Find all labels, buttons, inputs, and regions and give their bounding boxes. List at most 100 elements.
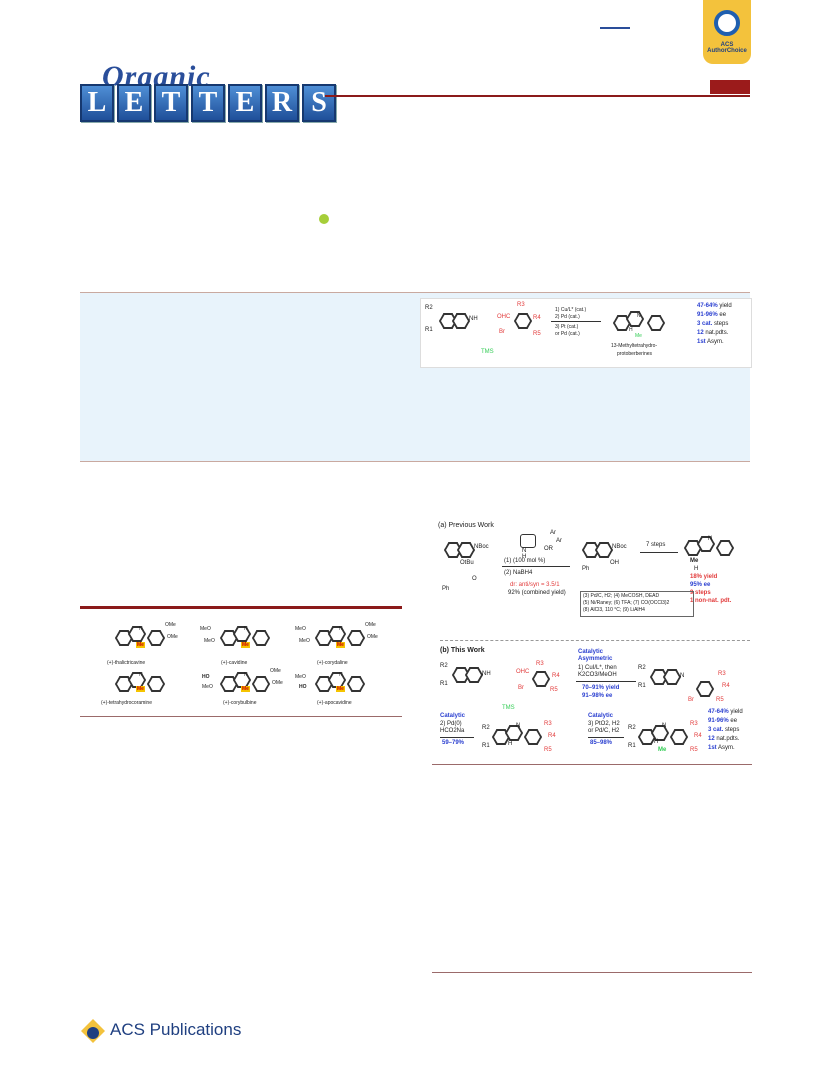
compound-name: (+)-cavidine bbox=[221, 660, 248, 666]
catalytic-label: Catalytic bbox=[588, 713, 614, 719]
ohc-label: OHC bbox=[516, 669, 530, 675]
toc-result: 12 nat.pdts. bbox=[697, 330, 729, 336]
ring-icon bbox=[514, 313, 532, 329]
publisher-name[interactable]: ACS Publications bbox=[110, 1020, 242, 1039]
r5-label: R5 bbox=[533, 331, 541, 337]
compound-name: (+)-apocavidine bbox=[317, 700, 352, 706]
pyrrolidine-icon bbox=[520, 534, 536, 548]
ee: 91–98% ee bbox=[582, 693, 613, 699]
reaction-arrow bbox=[502, 566, 570, 567]
br-label: Br bbox=[518, 685, 524, 691]
article-link[interactable] bbox=[600, 27, 630, 29]
figure1: N OMe OMe Me (+)-thalictricavine MeO MeO… bbox=[95, 616, 395, 708]
reaction-arrow bbox=[640, 552, 678, 553]
logo-letter: R bbox=[265, 84, 299, 122]
r1-label: R1 bbox=[638, 683, 646, 689]
acs-logo-icon[interactable] bbox=[80, 1018, 106, 1044]
toc-condition: 3) Pt (cat.) bbox=[555, 324, 579, 330]
result-line: 47-64% yield bbox=[708, 709, 743, 715]
step-line: (3) Pd/C, H2; (4) MeCOSH, DEAD bbox=[583, 593, 660, 599]
column-bottom-rule bbox=[432, 972, 752, 973]
nboc-label: NBoc bbox=[612, 544, 627, 550]
reaction-arrow bbox=[576, 681, 636, 682]
section-divider bbox=[440, 640, 750, 641]
catalytic-label: Catalytic bbox=[578, 649, 604, 655]
ring-icon bbox=[626, 311, 644, 327]
or-label: OR bbox=[544, 546, 553, 552]
h-label: H bbox=[629, 327, 633, 333]
step-line: (5) Ni/Raney; (6) TFA; (7) CO(OCCl3)2 bbox=[583, 600, 670, 606]
nh-label: NH bbox=[482, 671, 491, 677]
reaction-arrow bbox=[440, 737, 474, 738]
logo-letter: S bbox=[302, 84, 336, 122]
r2-label: R2 bbox=[482, 725, 490, 731]
header-section-tab bbox=[710, 80, 750, 94]
condition: HCO2Na bbox=[440, 728, 465, 734]
h-label: H bbox=[522, 554, 527, 560]
scheme1-bottom-rule bbox=[432, 764, 752, 765]
toc-condition: 1) Cu/L* (cat.) bbox=[555, 307, 587, 313]
condition: or Pd/C, H2 bbox=[588, 728, 620, 734]
toc-result: 91-96% ee bbox=[697, 312, 727, 318]
logo-letter: T bbox=[191, 84, 225, 122]
prev-result: 1 non-nat. pdt. bbox=[690, 598, 732, 604]
dr-text: dr: anti/syn = 3.5/1 bbox=[510, 582, 560, 588]
ph-label: Ph bbox=[442, 586, 450, 592]
r5-label: R5 bbox=[690, 747, 698, 753]
result-line: 12 nat.pdts. bbox=[708, 736, 740, 742]
orcid-icon[interactable] bbox=[319, 214, 329, 224]
product-name: protoberberines bbox=[617, 351, 653, 357]
r3-label: R3 bbox=[544, 721, 552, 727]
n-label: N bbox=[708, 536, 713, 542]
steps-label: 7 steps bbox=[646, 542, 666, 548]
r1-label: R1 bbox=[482, 743, 490, 749]
n-label: N bbox=[680, 673, 685, 679]
yield: 70–91% yield bbox=[582, 685, 620, 691]
h-label: H bbox=[694, 566, 699, 572]
compound-name: (+)-corydaline bbox=[317, 660, 348, 666]
section-b-label: (b) This Work bbox=[440, 647, 485, 654]
r3-label: R3 bbox=[536, 661, 544, 667]
authorchoice-logo-icon bbox=[714, 10, 740, 36]
compound-structure: MeO MeO N OMe OMe Me bbox=[295, 622, 378, 648]
yield-text: 92% (combined yield) bbox=[508, 590, 566, 596]
previous-steps-box: (3) Pd/C, H2; (4) MeCOSH, DEAD (5) Ni/Ra… bbox=[580, 591, 694, 617]
condition: K2CO3/MeOH bbox=[578, 672, 617, 678]
r2-label: R2 bbox=[425, 305, 433, 311]
r4-label: R4 bbox=[548, 733, 556, 739]
toc-result: 3 cat. steps bbox=[697, 321, 729, 327]
logo-letter: T bbox=[154, 84, 188, 122]
r5-label: R5 bbox=[550, 687, 558, 693]
n-label: N bbox=[662, 723, 667, 729]
tms-label: TMS bbox=[502, 705, 515, 711]
reagent: (1) (100 mol %) bbox=[504, 558, 546, 564]
scheme1-this-work: (b) This Work Catalytic Asymmetric R2 NH… bbox=[432, 645, 752, 763]
tms-label: TMS bbox=[481, 349, 494, 355]
r1-label: R1 bbox=[628, 743, 636, 749]
journal-logo: L E T T E R S bbox=[80, 84, 336, 122]
r1-label: R1 bbox=[440, 681, 448, 687]
toc-result: 47-64% yield bbox=[697, 303, 732, 309]
me-label: Me bbox=[635, 333, 642, 339]
h-label: H bbox=[508, 741, 513, 747]
compound-structure: MeO MeO N Me bbox=[200, 620, 290, 660]
yield: 85–98% bbox=[590, 740, 613, 746]
result-line: 1st Asym. bbox=[708, 745, 735, 751]
badge-label: ACS AuthorChoice bbox=[707, 42, 747, 54]
ring-icon bbox=[647, 315, 665, 331]
nh-label: NH bbox=[469, 316, 478, 322]
condition: 2) Pd(0) bbox=[440, 721, 462, 727]
prev-result: 18% yield bbox=[690, 574, 718, 580]
toc-condition: or Pd (cat.) bbox=[555, 331, 580, 337]
nboc-label: NBoc bbox=[474, 544, 489, 550]
otbu-label: OtBu bbox=[460, 560, 474, 566]
r4-label: R4 bbox=[722, 683, 730, 689]
br-label: Br bbox=[688, 697, 694, 703]
header-rule bbox=[325, 95, 750, 97]
ar-label: Ar bbox=[550, 530, 556, 536]
compound-structure: N OMe OMe Me bbox=[105, 620, 195, 660]
r4-label: R4 bbox=[694, 733, 702, 739]
figure1-bottom-rule bbox=[80, 716, 402, 717]
yield: 59–79% bbox=[442, 740, 465, 746]
figure1-top-rule bbox=[80, 606, 402, 609]
